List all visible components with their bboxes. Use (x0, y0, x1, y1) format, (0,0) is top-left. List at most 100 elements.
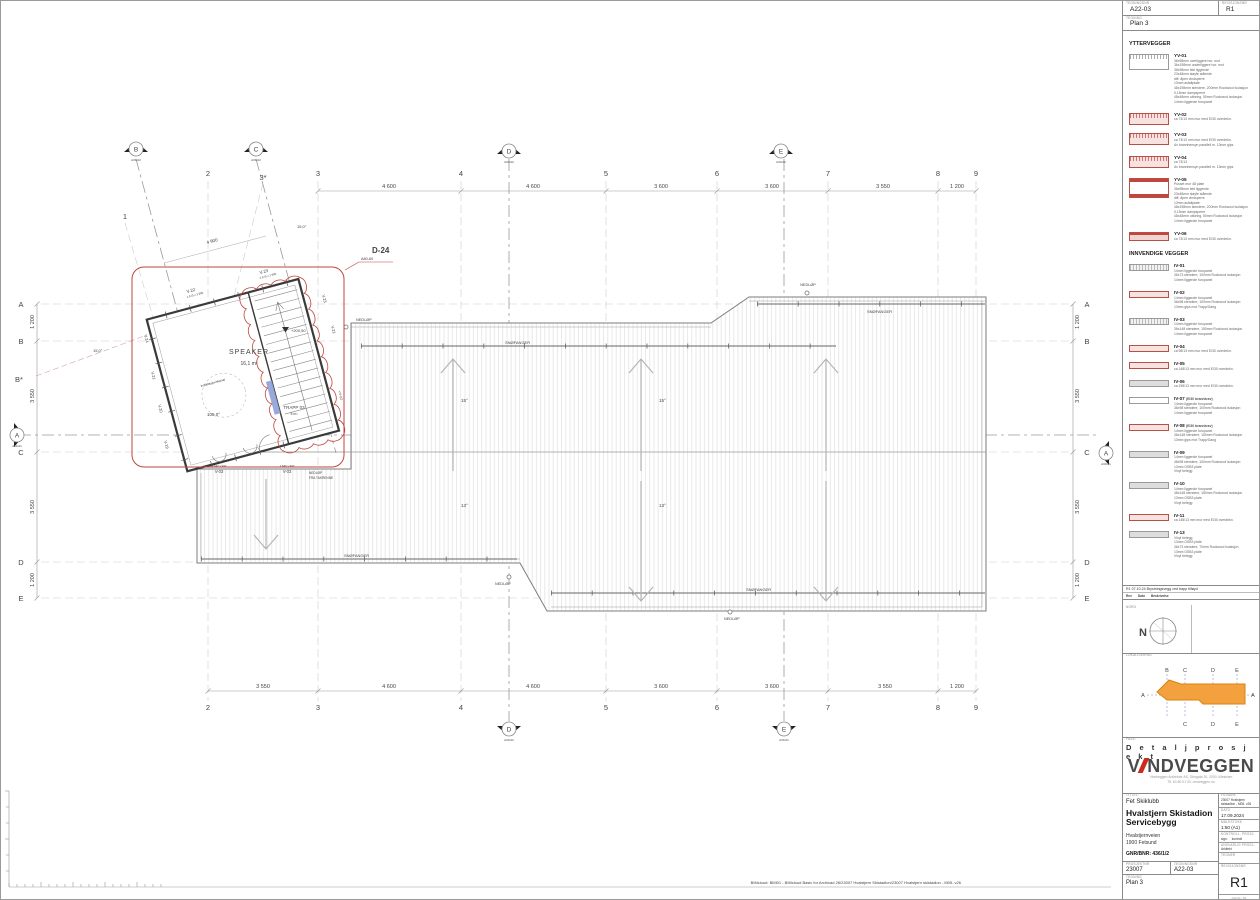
wall-swatch (1129, 344, 1169, 352)
window-label: V-23 (259, 268, 269, 275)
svg-text:8: 8 (936, 169, 940, 178)
svg-text:A30-01: A30-01 (779, 738, 789, 742)
window-label: V-21 (330, 325, 337, 335)
svg-text:E: E (1235, 668, 1239, 674)
location-key: LOKALISERING B C D E C D E A A (1123, 653, 1259, 738)
svg-text:B: B (1084, 337, 1089, 346)
angle-label: 105,0° (207, 412, 220, 417)
svg-text:7: 7 (826, 169, 830, 178)
svg-text:D: D (507, 149, 512, 156)
desc-col: Beskrivelse (1150, 594, 1169, 598)
roof (196, 296, 987, 612)
filename-cell: FILNAVN 23007 Hvalstjern skistadion - M0… (1219, 793, 1259, 808)
wall-swatch (1129, 155, 1169, 168)
svg-text:C: C (254, 147, 259, 154)
stair-name: TRAPP 03 (283, 405, 305, 410)
room-area: 16,1 m² (241, 361, 258, 367)
dim-lines (34, 188, 1076, 694)
nedlop-fra-label2: FRA TAKRENNE (309, 476, 333, 480)
svg-text:3: 3 (316, 169, 320, 178)
client-name: Fet Skiklubb (1126, 798, 1160, 805)
grid-bstar-line (35, 334, 148, 377)
wall-swatch (1129, 531, 1169, 539)
section-markers: B A30-02 C A30-02 D A30-02 E A30-02 D A3… (9, 141, 1114, 742)
phase-value: D e t a l j p r o s j e k t (1126, 742, 1249, 761)
interior-walls-title: INNVENDIGE VEGGER (1129, 251, 1189, 258)
project-address-2: 1900 Fetsund (1126, 839, 1157, 846)
rulers (5, 790, 1111, 888)
svg-text:1 200: 1 200 (1075, 573, 1081, 587)
svg-text:D: D (1211, 668, 1215, 674)
legend-entry: IV-05 ca 148/13 mm mur med EI30 overdekn… (1129, 361, 1254, 371)
firm-address: Vindveggen Arkitekter AS, Storgata 30, 2… (1149, 775, 1233, 779)
section-marker-e-bottom: E A30-01 (772, 721, 796, 742)
gnr-bnr: GNR/BNR: 436/1/2 (1126, 851, 1170, 858)
svg-text:8: 8 (936, 703, 940, 712)
svg-text:9: 9 (974, 169, 978, 178)
svg-text:3 550: 3 550 (878, 684, 892, 690)
svg-text:3 550: 3 550 (876, 184, 890, 190)
legend-entry: YV-02 ca 73/13 mm mur med EI30 overdekn. (1129, 112, 1254, 125)
section-marker-d-bottom: D A30-02 (497, 721, 521, 742)
window-label: V-21 (150, 371, 157, 381)
section-marker-a-right: A A30-01 (1098, 441, 1114, 466)
svg-text:B*: B* (15, 375, 23, 384)
north-section: NORD N (1123, 605, 1259, 654)
svg-text:3 600: 3 600 (654, 684, 668, 690)
wall-swatch (1129, 264, 1169, 272)
wall-swatch (1129, 450, 1169, 458)
legend-entry: YV-03 ca 73/13 mm mur med EI30 overdekn.… (1129, 132, 1254, 147)
date-cell: DATO 17.09.2024 (1219, 808, 1259, 821)
svg-text:2: 2 (206, 169, 210, 178)
svg-text:3: 3 (316, 703, 320, 712)
section-marker-c: C A30-02 (244, 141, 268, 162)
legend-entry: IV-01 14mm liggende furupanel 36x73 sten… (1129, 263, 1254, 282)
drawing-number-cell2: TEGNINGSNR A22-03 (1170, 862, 1218, 874)
wall-swatch (1129, 133, 1169, 146)
phase-label: FASE: (1126, 737, 1137, 741)
legend-entry: IV-10 14mm liggende furupanel 48x148 ste… (1129, 481, 1254, 505)
wall-swatch (1129, 232, 1169, 242)
snofanger-label: SNØFANGER (344, 553, 369, 558)
stair-area: 5 m² (291, 412, 299, 416)
snofanger-labels: SNØFANGER SNØFANGER SNØFANGER SNØFANGER (344, 309, 892, 592)
drafter-cell: TEGNER (1219, 853, 1259, 864)
legend-entry: IV-11 ca 148/13 mm mur med EI30 overdekn… (1129, 513, 1254, 523)
title-block-right: FILNAVN 23007 Hvalstjern skistadion - M0… (1219, 793, 1259, 899)
project-name-2: Servicebygg (1126, 817, 1177, 828)
rev-col: Rev (1126, 594, 1132, 598)
date-col: Dato (1137, 594, 1145, 598)
legend-entry: IV-02 14mm liggende furupanel 36x98 sten… (1129, 290, 1254, 309)
window-label: V-23 (321, 294, 328, 304)
kanal-label: installasjonskanal (200, 378, 225, 388)
diag-dim: 4 900 (206, 237, 219, 245)
footer-note: BIMcloud: BIM01 - BIMcloud Basic for Arc… (751, 880, 962, 885)
north-arrow-icon: N (1139, 617, 1177, 645)
svg-text:2: 2 (206, 703, 210, 712)
window-label: V-20 (157, 404, 164, 414)
legend-entry: IV-06 ca 198/13 mm mur med EI30 overdekn… (1129, 379, 1254, 389)
window-dim: 2 640 x 990 (212, 464, 227, 468)
svg-text:A30-02: A30-02 (504, 160, 514, 164)
svg-text:A30-02: A30-02 (251, 158, 261, 162)
svg-text:3 550: 3 550 (256, 684, 270, 690)
legend-entry: YV-05 Pusset mur 48 plate 36x98mm lekt l… (1129, 177, 1254, 224)
phase-section: FASE: D e t a l j p r o s j e k t (1123, 737, 1259, 760)
svg-text:3 550: 3 550 (30, 389, 36, 403)
revision-label: REVISJONSNR (1222, 1, 1247, 5)
legend-entry: IV-03 14mm liggende furupanel 36x148 ste… (1129, 317, 1254, 336)
svg-text:B: B (134, 147, 138, 154)
revision-big: R1 (1230, 874, 1248, 891)
svg-text:3 600: 3 600 (654, 184, 668, 190)
legend-entry: YV-01 36x98mm overliggere hor. mot 36x19… (1129, 53, 1254, 104)
building-labels: SPEAKER 16,1 m² TRAPP 03 5 m² +200,50 10… (93, 224, 343, 474)
title-label: TITTEL: (1126, 793, 1139, 797)
north-label: NORD (1126, 605, 1137, 609)
section-marker-e-top: E A30-02 (769, 143, 793, 164)
svg-text:C: C (1084, 448, 1090, 457)
svg-text:N: N (1139, 627, 1147, 639)
legend-entry: IV-09 14mm liggende furupanel 48x98 sten… (1129, 450, 1254, 474)
angle2-label-top: 15,0° (297, 224, 307, 229)
